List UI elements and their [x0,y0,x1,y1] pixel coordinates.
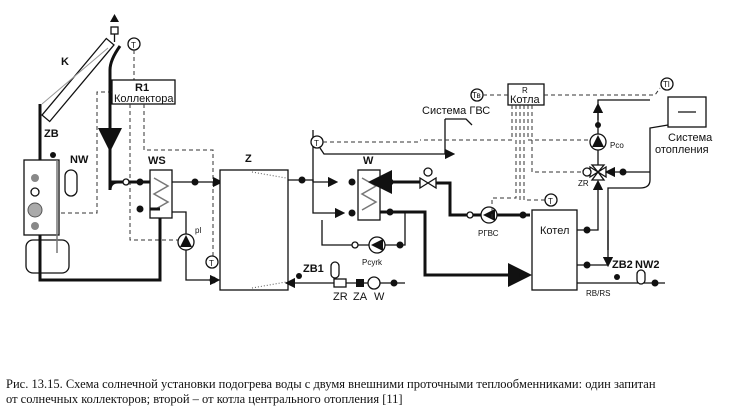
solar-pump: pl [172,211,221,286]
collector-controller[interactable]: R1 Коллектора [111,79,176,105]
solar-pump-station: ZB NW [23,128,89,274]
heating-pump: Pco [589,99,650,178]
svg-text:Pcyrk: Pcyrk [362,258,383,267]
svg-text:ZA: ZA [353,291,368,303]
svg-text:W: W [374,291,385,303]
safety-valve-zb: ZB [44,128,59,140]
svg-text:T: T [548,197,553,206]
svg-text:Pco: Pco [610,141,624,150]
dhw-heat-exchanger: W [357,155,381,221]
svg-text:ZR: ZR [578,179,589,188]
svg-text:W: W [363,155,374,167]
svg-text:ZR: ZR [333,291,348,303]
collector-label: K [61,56,69,68]
caption-line-2: от солнечных коллекторов; второй – от ко… [6,392,403,406]
caption-line-1: Рис. 13.15. Схема солнечной установки по… [6,377,656,391]
expansion-vessel-nw: NW [70,154,89,166]
svg-text:R: R [522,86,528,95]
collector-temp-sensor: T [127,37,141,51]
svg-text:Система: Система [668,132,713,144]
air-vent-icon [110,14,119,42]
heating-system: Система отопления [655,96,713,156]
boiler-return-line: ZB2 NW2 RB/RS [577,259,665,298]
svg-text:ZB2: ZB2 [612,259,633,271]
dhw-system-label: Система ГВС [422,105,490,117]
solar-collector: K [41,37,115,123]
storage-tank: Z [219,153,289,291]
boiler: Котел T [531,193,578,291]
svg-text:Тв: Тв [472,91,481,100]
svg-text:RB/RS: RB/RS [586,289,610,298]
svg-text:T: T [131,41,136,50]
circulation-pump: Pcyrk [321,212,406,267]
svg-text:Котел: Котел [540,225,569,237]
mixing-valve: ZR [578,164,627,188]
svg-text:NW2: NW2 [635,259,659,271]
solar-heat-exchanger: WS [148,155,173,219]
cold-water-inlet: ZB1 ZR ZA W [284,261,405,303]
svg-text:WS: WS [148,155,166,167]
svg-text:Z: Z [245,153,252,165]
svg-text:Коллектора: Коллектора [114,93,174,105]
boiler-controller[interactable]: R Котла [507,83,545,106]
figure-caption: Рис. 13.15. Схема солнечной установки по… [6,377,728,407]
svg-text:ZB1: ZB1 [303,263,324,275]
svg-text:Тl: Тl [663,80,670,89]
svg-text:Котла: Котла [510,94,540,106]
svg-text:отопления: отопления [655,144,709,156]
svg-text:T: T [209,259,214,268]
svg-text:T: T [314,139,319,148]
three-way-valve-dhw [419,167,437,190]
svg-text:pl: pl [195,226,201,235]
svg-text:R1: R1 [135,82,149,94]
dhw-pump: PГВС [466,206,499,238]
svg-text:PГВС: PГВС [478,229,499,238]
